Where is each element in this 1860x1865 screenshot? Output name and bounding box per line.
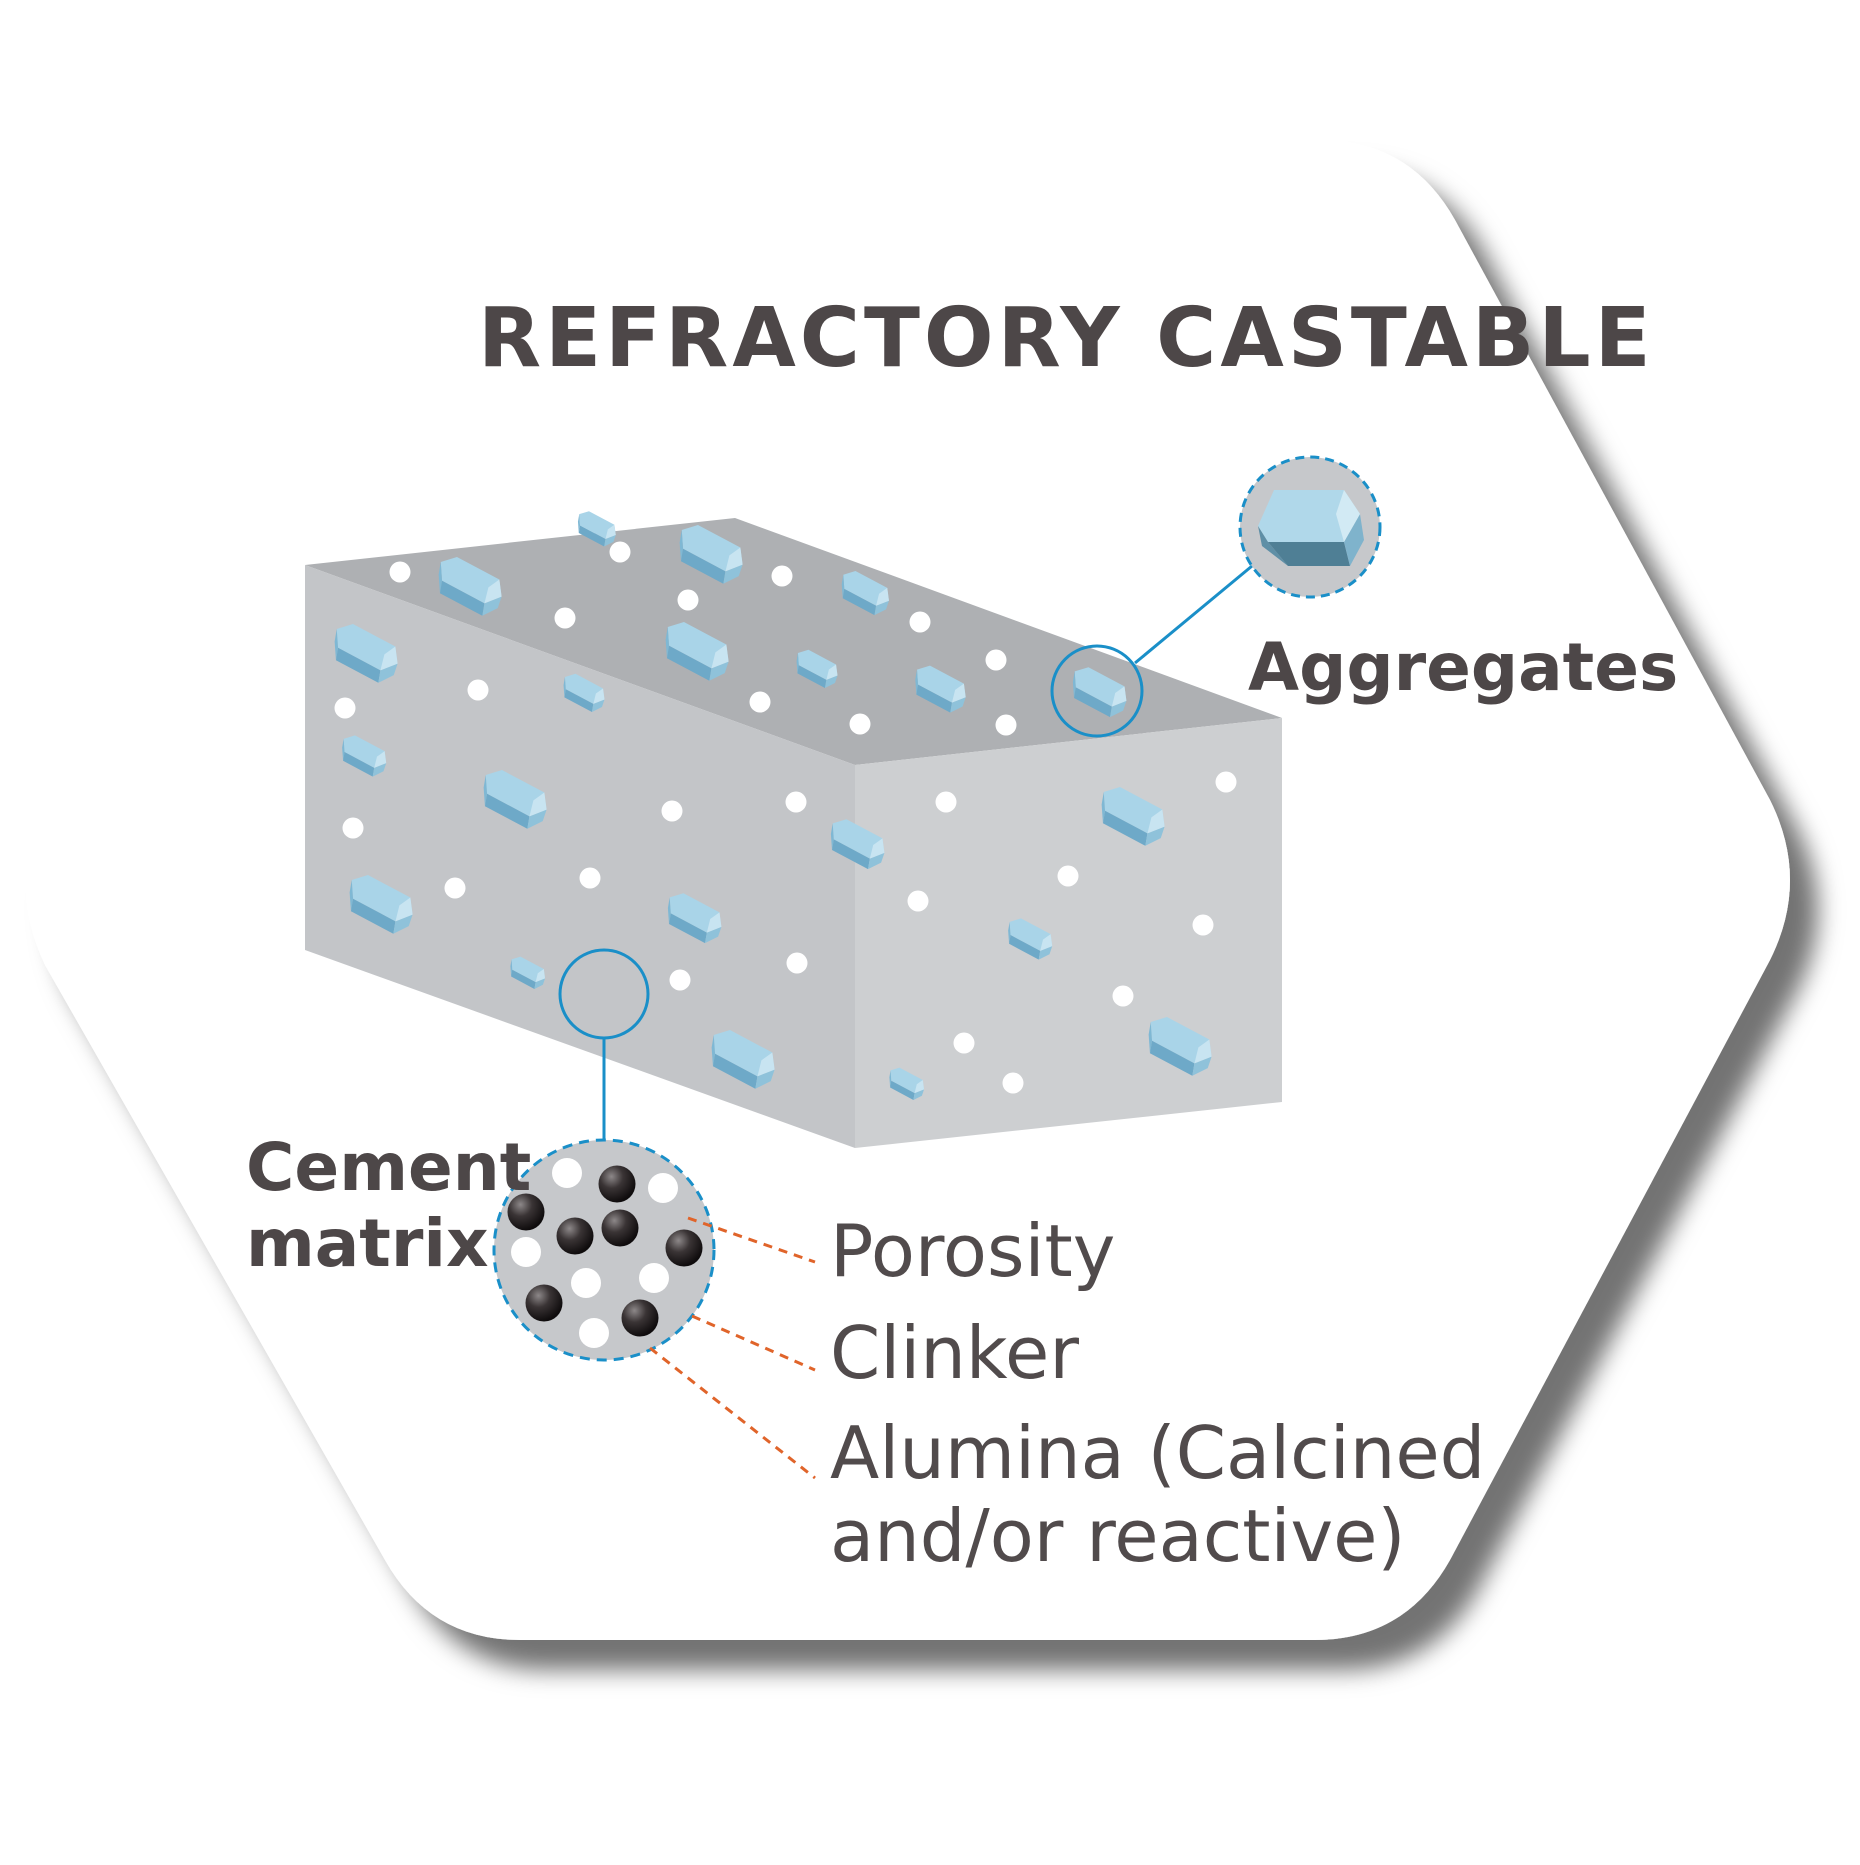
aggregate-particle <box>483 770 547 829</box>
aggregate-particle <box>1008 918 1053 960</box>
matrix-pore-dot <box>571 1268 601 1298</box>
aggregate-particle <box>438 557 502 616</box>
pore-dot <box>342 817 364 839</box>
alumina-leader-line <box>649 1346 816 1480</box>
aggregate-particle <box>796 649 838 689</box>
clinker-leader-line <box>691 1314 816 1372</box>
matrix-clinker-dot <box>525 1284 563 1322</box>
aggregate-particle <box>334 624 398 683</box>
matrix-zoom-particles <box>507 1158 703 1348</box>
pore-dot <box>661 800 683 822</box>
pore-dot <box>579 867 601 889</box>
pore-dot <box>669 969 691 991</box>
diagram-title: REFRACTORY CASTABLE <box>478 291 1655 386</box>
pore-dot <box>1057 865 1079 887</box>
matrix-clinker-dot <box>598 1165 636 1203</box>
pore-dot <box>1192 914 1214 936</box>
pore-dot <box>749 691 771 713</box>
matrix-clinker-dot <box>665 1229 703 1267</box>
pore-dot <box>907 890 929 912</box>
alumina-label-line2: and/or reactive) <box>830 1493 1406 1578</box>
aggregate-particles <box>334 511 1212 1100</box>
cement-matrix-label: Cement matrix <box>246 1130 531 1282</box>
aggregate-particle <box>711 1030 775 1089</box>
aggregate-callout-line <box>1134 564 1253 665</box>
block-top-face <box>305 518 1282 765</box>
aggregate-particle <box>665 622 729 681</box>
matrix-clinker-dot <box>621 1299 659 1337</box>
aggregate-particle <box>841 571 889 616</box>
aggregate-particle <box>889 1067 925 1100</box>
block-pores <box>334 541 1237 1094</box>
matrix-pore-dot <box>639 1263 669 1293</box>
pore-dot <box>1215 771 1237 793</box>
aggregate-particle <box>563 673 605 713</box>
cement-matrix-label-line1: Cement <box>246 1129 532 1206</box>
porosity-leader-line <box>687 1216 816 1264</box>
matrix-clinker-dot <box>601 1209 639 1247</box>
aggregate-particle <box>342 735 387 777</box>
aggregate-particle <box>510 956 546 989</box>
pore-dot <box>786 952 808 974</box>
pore-dot <box>909 611 931 633</box>
pore-dot <box>995 714 1017 736</box>
pore-dot <box>1002 1072 1024 1094</box>
matrix-clinker-dot <box>507 1193 545 1231</box>
pore-dot <box>389 561 411 583</box>
aggregate-highlight-circle <box>1050 644 1144 738</box>
pore-dot <box>467 679 489 701</box>
aggregate-particle <box>1101 787 1165 846</box>
matrix-clinker-dot <box>556 1217 594 1255</box>
matrix-pore-dot <box>511 1237 541 1267</box>
pore-dot <box>1112 985 1134 1007</box>
pore-dot <box>953 1032 975 1054</box>
pore-dot <box>985 649 1007 671</box>
alumina-label-line1: Alumina (Calcined <box>830 1411 1486 1495</box>
clinker-label: Clinker <box>830 1311 1079 1395</box>
pore-dot <box>677 589 699 611</box>
aggregate-particle <box>679 525 743 584</box>
pore-dot <box>444 877 466 899</box>
cement-matrix-label-line2: matrix <box>246 1204 489 1282</box>
aggregate-particle <box>830 819 885 870</box>
matrix-pore-dot <box>579 1318 609 1348</box>
pore-dot <box>554 607 576 629</box>
pore-dot <box>849 713 871 735</box>
aggregate-particle <box>1148 1017 1212 1076</box>
matrix-pore-dot <box>552 1158 582 1188</box>
pore-dot <box>771 565 793 587</box>
pore-dot <box>785 791 807 813</box>
aggregate-particle <box>667 893 722 944</box>
aggregate-particle <box>349 875 413 934</box>
pore-dot <box>609 541 631 563</box>
aggregate-zoom-crystal <box>1258 490 1364 566</box>
alumina-label: Alumina (Calcined and/or reactive) <box>830 1412 1485 1578</box>
porosity-label: Porosity <box>830 1209 1116 1293</box>
aggregate-particle <box>577 511 616 547</box>
aggregate-particle <box>915 665 966 713</box>
block-front-face <box>305 565 855 1148</box>
aggregate-particle <box>1072 667 1127 718</box>
pore-dot <box>935 791 957 813</box>
pore-dot <box>334 697 356 719</box>
aggregate-zoom-particle <box>1258 490 1364 566</box>
aggregates-label: Aggregates <box>1248 629 1679 706</box>
matrix-pore-dot <box>648 1173 678 1203</box>
